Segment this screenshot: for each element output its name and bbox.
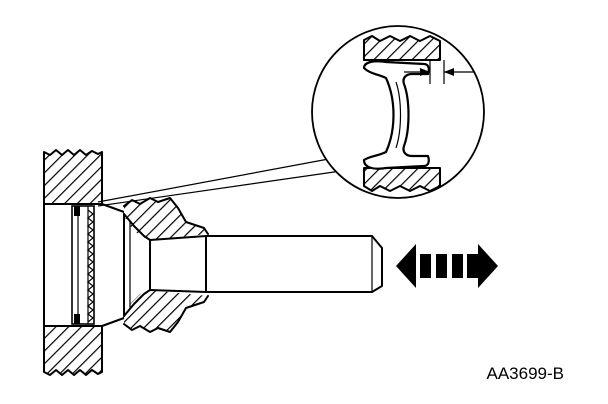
detail-leader-lines (97, 157, 349, 207)
snap-ring-detail-magnifier (311, 25, 485, 199)
differential-housing (43, 149, 103, 376)
in-out-movement-arrow (396, 244, 498, 288)
side-gear-splines (71, 205, 95, 325)
figure-code-label: AA3699-B (486, 364, 565, 383)
axle-shaft (101, 197, 383, 333)
